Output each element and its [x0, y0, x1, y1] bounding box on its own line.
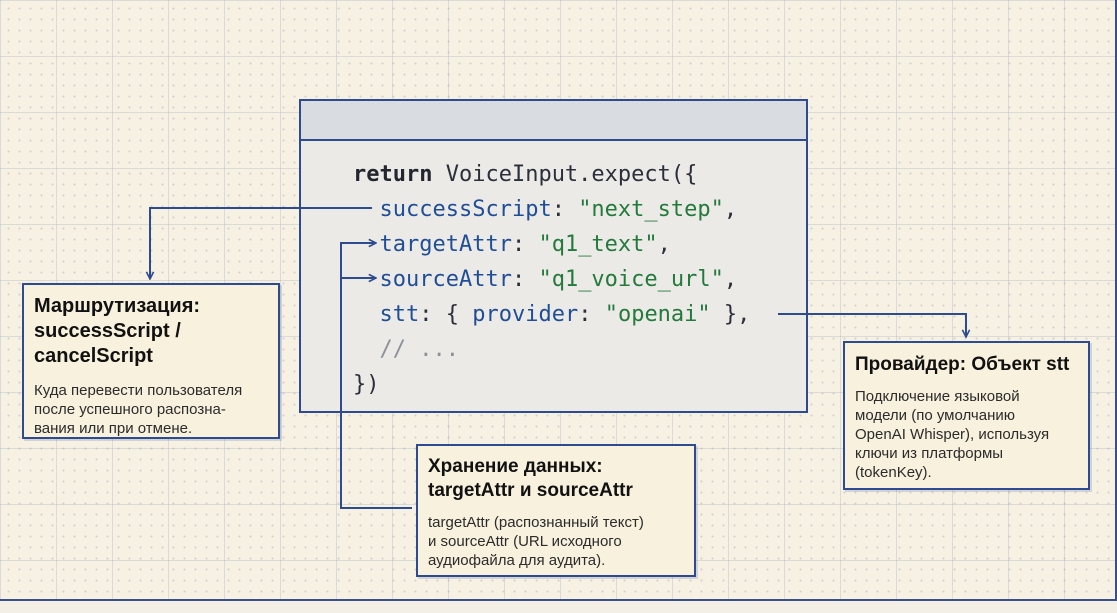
code-token: :: [551, 197, 579, 222]
code-token: provider: [472, 302, 579, 327]
bottom-strip: [0, 601, 1117, 613]
code-line: return VoiceInput.expect({: [353, 157, 750, 192]
storage-text-line: targetAttr (распознанный текст): [428, 514, 644, 531]
code-block: return VoiceInput.expect({ successScript…: [353, 157, 750, 402]
provider-text-line: (tokenKey).: [855, 464, 932, 481]
provider-description: Подключение языковой модели (по умолчани…: [855, 387, 1078, 482]
code-token: [353, 302, 380, 327]
storage-text-line: и sourceAttr (URL исходного: [428, 533, 622, 550]
code-token: stt: [379, 302, 420, 327]
code-token: ,: [723, 267, 738, 292]
code-token: return: [353, 162, 433, 187]
routing-title-line: cancelScript: [34, 345, 153, 367]
storage-title-line: targetAttr и sourceAttr: [428, 480, 633, 501]
storage-callout: Хранение данных: targetAttr и sourceAttr…: [416, 444, 696, 577]
storage-title: Хранение данных: targetAttr и sourceAttr: [428, 455, 684, 503]
provider-text-line: ключи из платформы: [855, 445, 1004, 462]
storage-title-line: Хранение данных:: [428, 456, 603, 477]
code-token: "openai": [604, 302, 711, 327]
provider-title: Провайдер: Объект stt: [855, 354, 1070, 375]
routing-text-line: после успешного распозна-: [34, 401, 226, 418]
code-token: "q1_voice_url": [538, 267, 724, 292]
code-token: : {: [419, 302, 473, 327]
code-token: :: [578, 302, 605, 327]
code-token: // ...: [353, 337, 459, 362]
code-line: stt: { provider: "openai" },: [353, 297, 751, 332]
code-token: [353, 267, 380, 292]
code-token: targetAttr: [379, 232, 512, 257]
code-token: [353, 197, 380, 222]
provider-text-line: модели (по умолчанию: [855, 407, 1015, 424]
code-token: ,: [723, 197, 738, 222]
provider-callout: Провайдер: Объект stt Подключение языков…: [843, 341, 1090, 490]
code-token: [353, 232, 380, 257]
routing-text-line: вания или при отмене.: [34, 420, 193, 437]
code-line: sourceAttr: "q1_voice_url",: [353, 262, 750, 297]
routing-title-line: successScript /: [34, 320, 181, 342]
routing-title: Маршрутизация: successScript / cancelScr…: [34, 294, 268, 369]
routing-description: Куда перевести пользователя после успешн…: [34, 381, 268, 438]
provider-text-line: OpenAI Whisper), используя: [855, 426, 1050, 443]
code-line: }): [353, 367, 750, 402]
routing-callout: Маршрутизация: successScript / cancelScr…: [22, 283, 280, 439]
code-token: }): [353, 372, 380, 397]
code-line: targetAttr: "q1_text",: [353, 227, 750, 262]
code-token: "q1_text": [538, 232, 658, 257]
storage-text-line: аудиофайла для аудита).: [428, 552, 606, 569]
provider-text-line: Подключение языковой: [855, 388, 1020, 405]
code-token: successScript: [379, 197, 552, 222]
code-line: successScript: "next_step",: [353, 192, 750, 227]
code-line: // ...: [353, 332, 750, 367]
routing-text-line: Куда перевести пользователя: [34, 382, 243, 399]
code-token: sourceAttr: [379, 267, 512, 292]
code-token: VoiceInput.expect({: [432, 162, 698, 187]
storage-description: targetAttr (распознанный текст) и source…: [428, 513, 684, 570]
code-token: "next_step": [578, 197, 724, 222]
routing-title-line: Маршрутизация:: [34, 295, 201, 317]
code-token: :: [511, 232, 539, 257]
code-window: return VoiceInput.expect({ successScript…: [299, 99, 808, 413]
code-token: :: [511, 267, 539, 292]
code-token: ,: [657, 232, 671, 257]
code-window-titlebar: [301, 101, 806, 141]
code-token: },: [710, 302, 751, 327]
